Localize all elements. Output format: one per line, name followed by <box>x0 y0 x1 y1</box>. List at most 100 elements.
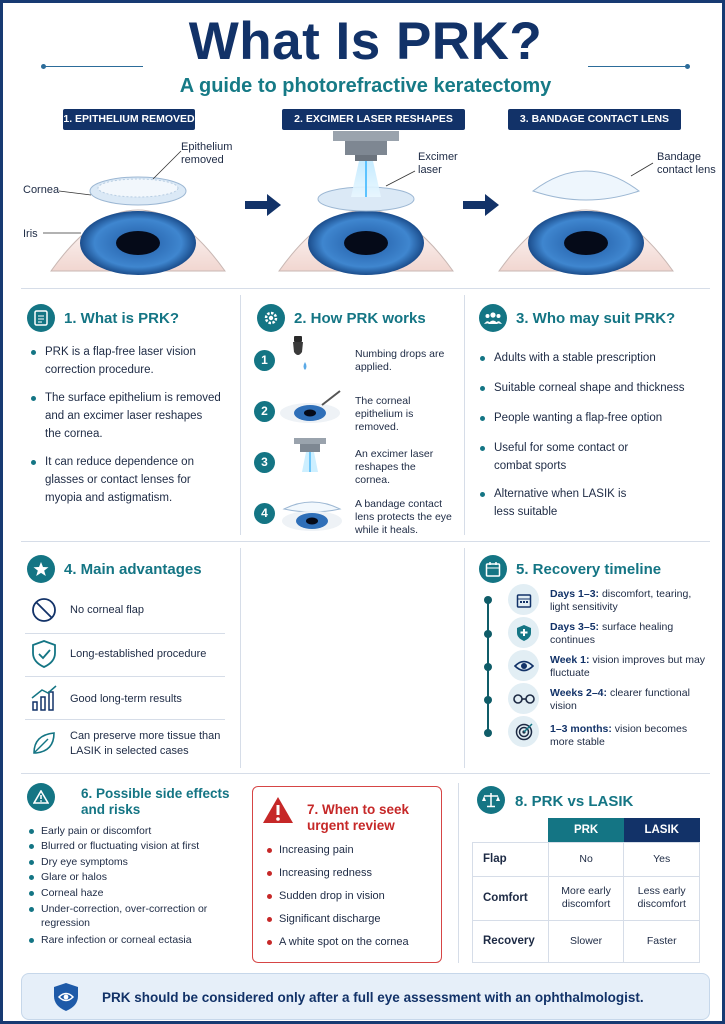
mini-eye-epithelium-icon <box>280 390 341 423</box>
timeline-dot <box>484 663 492 671</box>
shield-eye-icon <box>54 983 78 1011</box>
timeline-period: Weeks 2–4: <box>550 687 608 699</box>
people-group-icon <box>479 304 507 332</box>
row-label: Recovery <box>472 919 549 963</box>
advantage-text: Good long-term results <box>70 693 182 705</box>
how-step-text-2: The corneal epithelium is removed. <box>355 395 414 433</box>
list-item: The surface epithelium is removed and an… <box>31 389 221 443</box>
row-label: Flap <box>472 841 549 877</box>
list-item: Suitable corneal shape and thickness <box>480 379 705 397</box>
row-label: Comfort <box>472 875 549 921</box>
divider <box>240 295 241 535</box>
label-cornea: Cornea <box>23 184 60 196</box>
step-banner-3: 3. BANDAGE CONTACT LENS PLACED <box>508 109 681 146</box>
how-step-text-1: Numbing drops are applied. <box>355 348 445 373</box>
timeline-description: discomfort, tearing, light sensitivity <box>550 588 692 613</box>
divider <box>21 773 710 774</box>
calendar-icon <box>479 555 507 583</box>
divider <box>21 541 710 542</box>
how-prk-works-title: 2. How PRK works <box>294 310 426 327</box>
step-banner-2: 2. EXCIMER LASER RESHAPES CORNEA <box>282 109 465 146</box>
growth-chart-icon <box>31 685 57 711</box>
label-iris: Iris <box>23 228 38 240</box>
timeline-item-5: 1–3 months: vision becomes more stable <box>550 723 710 749</box>
list-item: People wanting a flap-free option <box>480 409 705 427</box>
timeline-description: vision improves but may fluctuate <box>550 654 706 679</box>
advantage-row <box>25 634 225 677</box>
mini-eye-lens-icon <box>282 501 342 531</box>
table-corner <box>473 818 549 842</box>
advantage-row <box>25 677 225 720</box>
shield-check-icon <box>32 640 56 668</box>
timeline-period: Days 1–3: <box>550 588 600 600</box>
timeline-item-2: Days 3–5: surface healing continues <box>550 621 710 647</box>
list-item: Increasing redness <box>267 866 437 880</box>
step-number-3: 3 <box>254 452 275 473</box>
column-header-lasik: LASIK <box>623 818 700 842</box>
divider <box>21 288 710 289</box>
star-icon <box>27 555 55 583</box>
comparison-title: 8. PRK vs LASIK <box>515 793 634 810</box>
arrow-right-icon <box>245 194 281 216</box>
how-step-text-3: An excimer laser reshapes the cornea. <box>355 448 434 486</box>
prk-cell: Slower <box>547 919 625 963</box>
header-divider-right <box>588 64 690 69</box>
target-icon <box>508 716 539 747</box>
timeline-period: 1–3 months: <box>550 723 612 735</box>
list-item: Under-correction, over-correction or reg… <box>29 902 229 930</box>
advantages-title: 4. Main advantages <box>64 561 202 578</box>
step-number-2: 2 <box>254 401 275 422</box>
step-number-1: 1 <box>254 350 275 371</box>
list-item: It can reduce dependence on glasses or c… <box>31 453 221 507</box>
advantage-text: Long-established procedure <box>70 648 207 660</box>
timeline-description: clearer functional vision <box>550 687 690 712</box>
timeline-period: Days 3–5: <box>550 621 600 633</box>
footer-note: PRK should be considered only after a fu… <box>21 973 710 1020</box>
label-epithelium: Epithelium removed <box>181 141 233 166</box>
timeline-dot <box>484 696 492 704</box>
list-item: Alternative when LASIK is less suitable <box>480 485 640 521</box>
eye-drops-icon <box>293 336 307 370</box>
list-item: Dry eye symptoms <box>29 855 239 869</box>
recovery-title: 5. Recovery timeline <box>516 561 662 578</box>
what-is-prk-title: 1. What is PRK? <box>64 310 180 327</box>
comparison-table: PRK LASIK Flap No Yes Comfort More early… <box>472 818 700 963</box>
list-item: Glare or halos <box>29 870 239 884</box>
table-row: Flap No Yes <box>472 841 700 877</box>
gear-icon <box>257 304 285 332</box>
divider <box>464 548 465 768</box>
timeline-description: surface healing continues <box>550 621 674 646</box>
timeline-dot <box>484 729 492 737</box>
header-divider-left <box>41 64 143 69</box>
list-item: Early pain or discomfort <box>29 824 239 838</box>
warning-icon <box>27 783 55 811</box>
prk-cell: No <box>547 841 625 877</box>
list-item: Rare infection or corneal ectasia <box>29 933 239 947</box>
timeline-item-3: Week 1: vision improves but may fluctuat… <box>550 654 710 680</box>
list-item: Sudden drop in vision <box>267 889 437 903</box>
timeline-description: vision becomes more stable <box>550 723 688 748</box>
timeline-item-4: Weeks 2–4: clearer functional vision <box>550 687 710 713</box>
who-may-suit-title: 3. Who may suit PRK? <box>516 310 676 327</box>
eye-icon <box>508 650 539 681</box>
eye-illustration-2 <box>278 131 454 275</box>
alert-triangle-icon <box>263 797 293 823</box>
list-item: Corneal haze <box>29 886 239 900</box>
timeline-item-1: Days 1–3: discomfort, tearing, light sen… <box>550 588 710 614</box>
lasik-cell: Faster <box>623 919 700 963</box>
urgent-review-title: 7. When to seek urgent review <box>307 802 410 833</box>
lasik-cell: Less early discomfort <box>623 875 700 921</box>
advantage-row <box>25 591 225 634</box>
list-item: Increasing pain <box>267 843 437 857</box>
list-item: PRK is a flap-free laser vision correcti… <box>31 343 221 379</box>
advantage-text: No corneal flap <box>70 604 144 616</box>
side-effects-title: 6. Possible side effects and risks <box>81 786 230 817</box>
eye-illustration-1 <box>43 150 226 275</box>
timeline-period: Week 1: <box>550 654 590 666</box>
shield-plus-icon <box>508 617 539 648</box>
list-item: Blurred or fluctuating vision at first <box>29 839 239 853</box>
divider <box>240 548 241 768</box>
document-icon <box>27 304 55 332</box>
divider <box>458 783 459 963</box>
advantage-text: Can preserve more tissue than LASIK in s… <box>70 730 221 757</box>
